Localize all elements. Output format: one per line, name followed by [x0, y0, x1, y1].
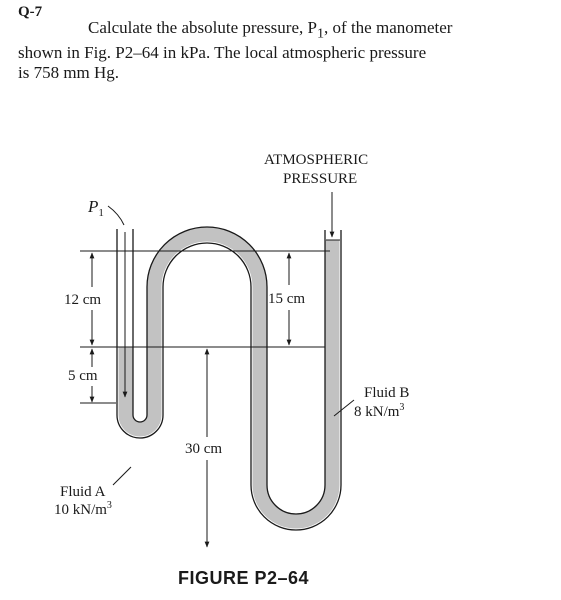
- fluid-a: [118, 347, 162, 437]
- problem-statement: Calculate the absolute pressure, P1, of …: [18, 18, 453, 83]
- figure-caption: FIGURE P2–64: [178, 568, 310, 588]
- fluid-a-name: Fluid A: [60, 484, 106, 500]
- atmospheric-label-line2: PRESSURE: [283, 171, 357, 187]
- fluid-b: [146, 226, 340, 529]
- p1-label: P1: [87, 197, 104, 219]
- dim-15cm-label: 15 cm: [268, 291, 305, 307]
- dim-5cm-label: 5 cm: [68, 368, 98, 384]
- fluid-b-weight: 8 kN/m3: [354, 402, 404, 420]
- fluid-b-name: Fluid B: [364, 385, 409, 401]
- dim-12cm-label: 12 cm: [64, 292, 101, 308]
- question-number: Q-7: [18, 4, 43, 20]
- manometer-tube: [116, 226, 342, 531]
- fluid-b-leader: [333, 399, 355, 417]
- fluid-a-weight: 10 kN/m3: [54, 500, 112, 518]
- fluid-a-leader: [112, 466, 132, 486]
- p1-leader-line: [107, 205, 125, 226]
- atmospheric-label-line1: ATMOSPHERIC: [264, 152, 368, 168]
- dim-30cm-label: 30 cm: [185, 441, 222, 457]
